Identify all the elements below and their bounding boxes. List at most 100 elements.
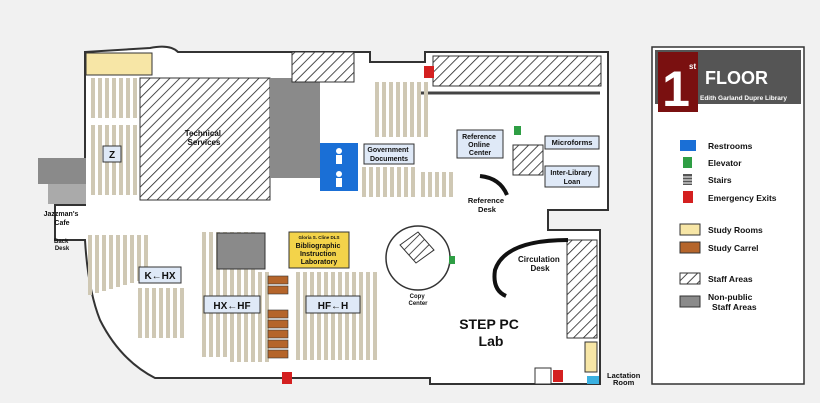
study-room-swatch: [679, 223, 701, 236]
microforms-label: Microforms: [552, 138, 593, 147]
svg-text:Study Rooms: Study Rooms: [708, 225, 763, 235]
shelf: [389, 82, 393, 137]
z-section-label: Z: [109, 150, 115, 161]
nonpublic-area: [48, 184, 86, 204]
shelf: [237, 272, 241, 362]
circulation-desk-counter: [492, 238, 569, 298]
floor-suffix: st: [689, 62, 696, 71]
technical-services-label: Technical Services: [185, 129, 224, 147]
shelf: [338, 272, 342, 360]
technical-services-area: [139, 77, 271, 201]
shelf: [296, 272, 300, 360]
reference-online-center-label: Reference Online Center: [462, 134, 498, 157]
shelf: [138, 288, 142, 338]
emergency-exit-icon: [553, 370, 563, 382]
step-pc-lab-label: STEP PC Lab: [459, 316, 523, 349]
hf-h-label: HF←H: [318, 301, 349, 312]
shelf: [137, 235, 141, 281]
shelf: [152, 288, 156, 338]
shelf: [366, 272, 370, 360]
shelf: [383, 167, 387, 197]
hx-hf-box: [203, 295, 261, 314]
shelf: [130, 235, 134, 283]
emergency-exit-icon: [683, 191, 693, 203]
legend-item-study-carrel: Study Carrel: [679, 241, 759, 254]
shelf: [449, 172, 453, 197]
shelf: [126, 78, 130, 118]
svg-text:Study Carrel: Study Carrel: [708, 243, 759, 253]
shelf: [109, 235, 113, 289]
shelf: [251, 272, 255, 362]
study-carrels: [267, 275, 289, 359]
bibliographic-lab-box: [288, 231, 350, 269]
library-name: Edith Garland Dupre Library: [700, 95, 787, 102]
reference-desk-label: Reference Desk: [468, 196, 506, 214]
shelf: [223, 232, 227, 357]
shelf: [411, 167, 415, 197]
jazzmans-cafe-label: Jazzman's Cafe: [44, 211, 81, 227]
staff-area: [566, 239, 598, 339]
shelf: [98, 125, 102, 195]
legend: 1 st FLOOR Edith Garland Dupre Library R…: [651, 46, 805, 385]
elevator-icon: [449, 256, 455, 264]
shelf: [216, 232, 220, 357]
shelf: [352, 272, 356, 360]
shelf: [244, 272, 248, 362]
z-section-box: [102, 145, 122, 163]
shelf: [397, 167, 401, 197]
shelf: [404, 167, 408, 197]
restroom-icon: [680, 140, 696, 151]
emergency-exit-icon: [282, 372, 292, 384]
government-documents-label: Government Documents: [367, 147, 410, 163]
stairs-icon: [399, 231, 435, 264]
legend-item-staff-areas: Staff Areas: [679, 272, 753, 285]
government-documents-box: [363, 143, 415, 165]
shelf: [116, 235, 120, 287]
nonpublic-swatch: [679, 295, 701, 308]
emergency-exit-icon: [424, 66, 434, 78]
shelf: [126, 125, 130, 195]
shelf: [317, 272, 321, 360]
study-carrel-swatch: [679, 241, 701, 254]
staff-area: [512, 144, 544, 176]
elevator-icon: [683, 157, 692, 168]
staff-area: [291, 51, 355, 83]
shelf: [417, 82, 421, 137]
legend-item-elevator: Elevator: [683, 157, 742, 168]
legend-item-emergency-exits: Emergency Exits: [683, 191, 777, 203]
inter-library-loan-label: Inter-Library Loan: [550, 170, 593, 186]
back-desk-label: Back Desk: [54, 239, 70, 252]
hx-hf-label: HX←HF: [213, 301, 250, 312]
staff-area-swatch: [679, 272, 701, 285]
shelf: [373, 272, 377, 360]
staff-area: [432, 55, 602, 87]
shelf: [345, 272, 349, 360]
shelf: [133, 125, 137, 195]
study-room: [584, 341, 598, 373]
legend-item-stairs: Stairs: [683, 174, 732, 185]
shelf: [209, 232, 213, 357]
shelf: [144, 235, 148, 279]
shelf: [105, 78, 109, 118]
shelf: [331, 272, 335, 360]
nonpublic-area: [38, 158, 86, 184]
legend-item-restrooms: Restrooms: [680, 140, 753, 151]
shelf: [303, 272, 307, 360]
shelf: [410, 82, 414, 137]
shelf: [180, 288, 184, 338]
lactation-room-label: Lactation Room: [607, 371, 642, 387]
shelf: [324, 272, 328, 360]
reference-desk-counter: [479, 174, 509, 196]
shelf: [159, 288, 163, 338]
floor-word: FLOOR: [705, 68, 768, 88]
shelf: [123, 235, 127, 285]
shelf: [88, 235, 92, 295]
shelf: [369, 167, 373, 197]
shelf: [421, 172, 425, 197]
shelf: [359, 272, 363, 360]
shelf: [98, 78, 102, 118]
svg-text:Staff Areas: Staff Areas: [708, 274, 753, 284]
shelf: [435, 172, 439, 197]
